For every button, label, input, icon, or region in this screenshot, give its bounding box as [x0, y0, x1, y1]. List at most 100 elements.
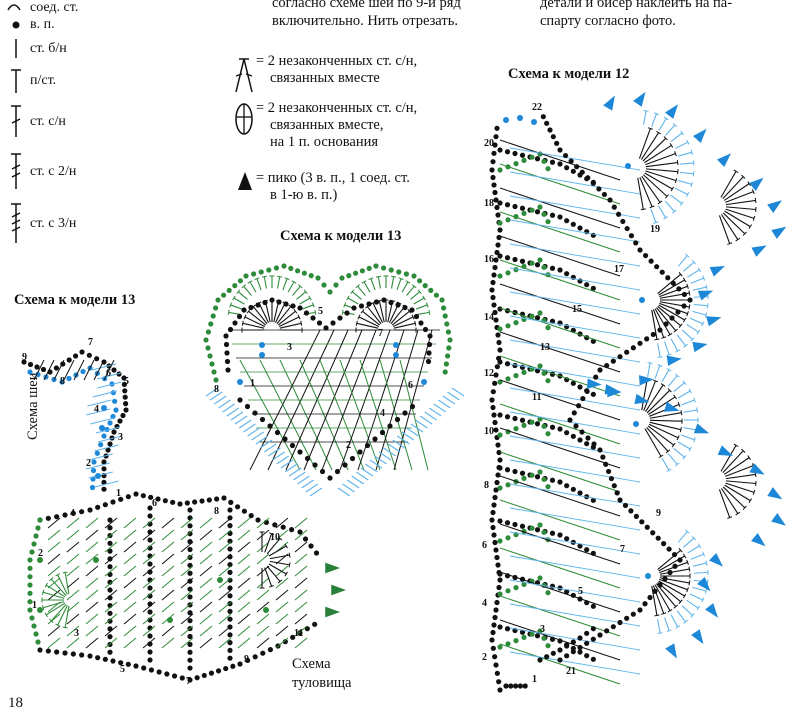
chain-dot	[87, 507, 93, 513]
chain-dot	[574, 164, 580, 170]
chain-dot	[33, 631, 39, 637]
chain-dot	[537, 657, 543, 663]
stitch-line	[252, 306, 268, 325]
stitch-line	[686, 311, 689, 317]
chain-dot	[101, 479, 107, 485]
stitch-line	[681, 605, 693, 616]
stitch-line	[370, 278, 376, 291]
stitch-line	[259, 359, 317, 471]
stitch-line	[222, 403, 235, 413]
chain-dot	[227, 616, 233, 622]
stitch-line	[670, 186, 675, 192]
stitch-line	[664, 200, 675, 212]
stitch-line	[85, 625, 99, 637]
stitch-line	[741, 448, 746, 453]
stitch-line	[57, 574, 68, 595]
stitch-line	[284, 571, 288, 577]
single-crochet-icon	[15, 39, 17, 58]
chain-dot	[493, 372, 499, 378]
row-number: 3	[74, 628, 79, 639]
chain-dot	[497, 359, 503, 365]
stitch-line	[218, 613, 232, 625]
stitch-line	[278, 316, 300, 328]
chain-dot	[107, 525, 113, 531]
chain-dot	[557, 585, 563, 591]
stitch-line	[297, 475, 310, 485]
chain-dot	[504, 414, 511, 420]
stitch-line	[246, 309, 251, 314]
chain-dot	[107, 649, 113, 655]
chain-dot	[27, 574, 33, 580]
stitch-line	[720, 171, 737, 198]
stitch-line	[62, 626, 68, 629]
stitch-line	[414, 320, 417, 326]
stitch-line	[294, 517, 308, 529]
stitch-line	[654, 365, 661, 379]
stitch-line	[428, 309, 431, 315]
stitch-line	[660, 383, 666, 387]
chain-dot	[301, 270, 307, 276]
chain-dot	[308, 273, 314, 279]
chain-dot	[381, 297, 387, 303]
stitch-line	[277, 275, 283, 278]
stitch-line	[647, 361, 653, 364]
stitch-line	[300, 320, 303, 326]
chain-dot	[304, 455, 311, 462]
stitch-line	[123, 625, 137, 637]
chain-dot	[95, 504, 101, 510]
chain-dot	[21, 359, 27, 365]
stitch-line	[673, 604, 678, 609]
chain-dot	[584, 388, 590, 395]
chain-dot	[107, 618, 113, 624]
stitch-line	[199, 565, 213, 577]
chain-dot	[442, 313, 448, 319]
chain-dot	[491, 150, 497, 156]
stitch-line	[690, 277, 704, 284]
stitch-line	[720, 488, 739, 514]
chain-dot	[494, 249, 500, 256]
chain-dot	[402, 410, 408, 416]
stitch-line	[407, 309, 412, 314]
chain-dot	[647, 594, 653, 601]
stitch-line	[309, 487, 323, 497]
stitch-line	[657, 343, 661, 358]
chain-dot	[53, 365, 60, 371]
row-number: 20	[484, 138, 494, 149]
chain-dot	[633, 240, 639, 246]
stitch-line	[299, 297, 311, 305]
chain-dot	[490, 174, 496, 181]
stitch-line	[678, 323, 683, 328]
stitch-line	[256, 553, 270, 565]
chain-dot	[497, 220, 503, 226]
chain-dot	[513, 585, 519, 591]
stitch-line	[294, 553, 308, 565]
stitch-line	[293, 471, 306, 481]
stitch-line	[680, 130, 685, 136]
stitch-line	[499, 619, 621, 661]
stitch-line	[659, 285, 688, 298]
chain-dot	[593, 374, 599, 380]
chain-dot	[610, 358, 616, 364]
stitch-line	[346, 479, 360, 489]
chain-dot	[655, 535, 661, 541]
chain-dot	[319, 468, 326, 475]
stitch-line	[676, 159, 679, 166]
stitch-line	[161, 625, 175, 637]
stitch-line	[675, 349, 681, 353]
stitch-line	[104, 529, 118, 541]
stitch-line	[657, 306, 681, 327]
chain-dot	[80, 368, 86, 375]
chain-dot	[519, 417, 526, 423]
stitch-line	[723, 457, 750, 475]
chain-dot	[570, 639, 576, 645]
stitch-line	[724, 484, 751, 502]
chain-dot	[497, 465, 503, 471]
stitch-line	[256, 637, 270, 649]
chain-dot	[221, 292, 227, 298]
picot	[749, 177, 764, 191]
stitch-line	[357, 285, 366, 296]
stitch-line	[678, 272, 683, 277]
stitch-line	[180, 517, 194, 529]
chain-dot	[357, 449, 363, 455]
chain-dot	[537, 628, 543, 634]
